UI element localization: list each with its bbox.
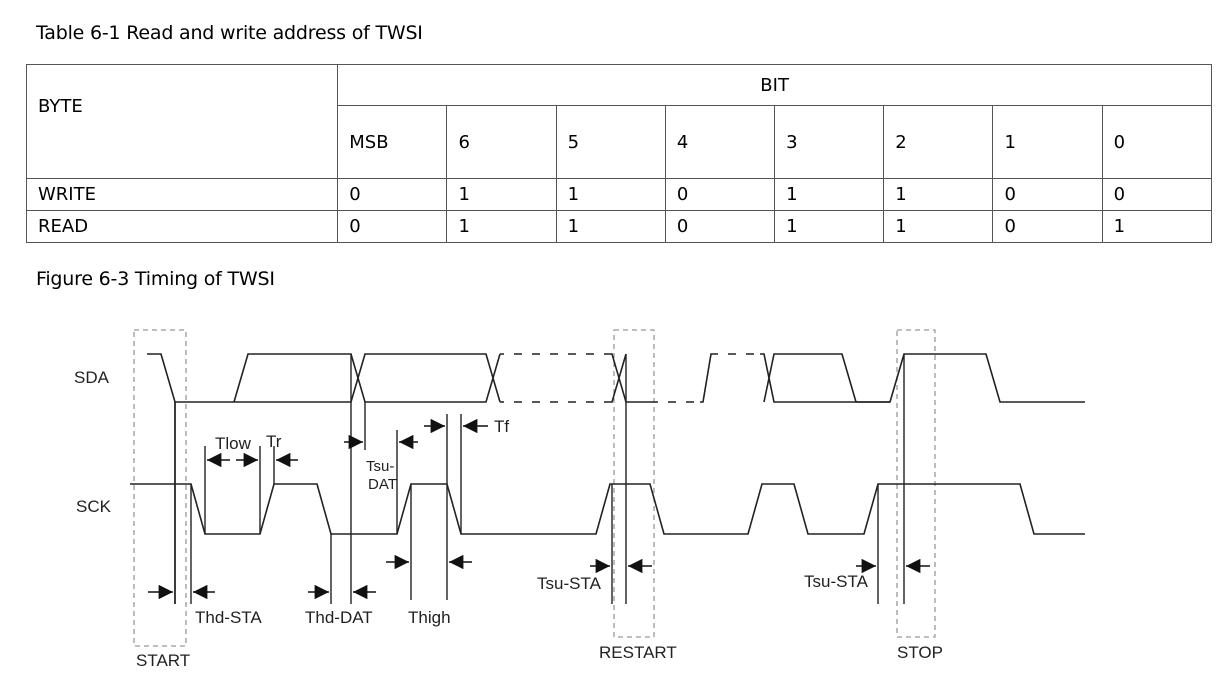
bit-column-header: 3 xyxy=(774,105,885,179)
tsu-sta-restart-label: Tsu-STA xyxy=(537,574,602,593)
sck-label: SCK xyxy=(76,497,112,516)
figure-caption: Figure 6-3 Timing of TWSI xyxy=(36,268,275,290)
timing-diagram: SDA SCK Tlow Tr Tsu- DAT Tf Thd-STA Thd-… xyxy=(74,329,1085,670)
table-cell: 0 xyxy=(992,210,1103,243)
restart-label: RESTART xyxy=(599,643,677,662)
table-cell: 0 xyxy=(664,210,776,243)
sda-label: SDA xyxy=(74,368,110,387)
table-row-write: WRITE 0 1 1 0 1 1 0 0 xyxy=(25,178,1213,211)
byte-header: BYTE xyxy=(25,64,339,179)
table-cell: 1 xyxy=(774,178,885,211)
bit-column-header: 2 xyxy=(883,105,994,179)
bit-column-header: 6 xyxy=(446,105,557,179)
tr-label: Tr xyxy=(266,432,282,451)
table-cell: 0 xyxy=(337,178,448,211)
bit-column-header: 4 xyxy=(664,105,776,179)
table-cell: 1 xyxy=(446,178,557,211)
bit-header: BIT xyxy=(337,64,1212,106)
table-cell: 0 xyxy=(664,178,776,211)
table-cell: 1 xyxy=(555,178,666,211)
table-cell: 1 xyxy=(883,210,994,243)
sda-waveform xyxy=(147,353,1085,604)
bit-column-header: MSB xyxy=(337,105,448,179)
thd-dat-label: Thd-DAT xyxy=(305,608,373,627)
tsu-dat-label-2: DAT xyxy=(368,476,397,493)
tsu-sta-stop-label: Tsu-STA xyxy=(804,572,869,591)
bit-column-header: 1 xyxy=(992,105,1103,179)
table-cell: 0 xyxy=(337,210,448,243)
start-condition-box xyxy=(133,329,187,647)
table-cell: 1 xyxy=(555,210,666,243)
table-cell: 0 xyxy=(1101,178,1213,211)
table-cell: 1 xyxy=(1101,210,1213,243)
sck-waveform xyxy=(130,483,1085,535)
table-cell: 1 xyxy=(883,178,994,211)
tsu-dat-label-1: Tsu- xyxy=(366,458,394,475)
stop-label: STOP xyxy=(897,643,943,662)
bit-column-header: 0 xyxy=(1101,105,1213,179)
address-table: BYTE BIT MSB 6 5 4 3 2 1 0 WRITE 0 1 1 0… xyxy=(25,64,1213,243)
thd-sta-label: Thd-STA xyxy=(195,608,262,627)
table-cell: 1 xyxy=(446,210,557,243)
table-cell: 0 xyxy=(992,178,1103,211)
row-label: WRITE xyxy=(25,178,339,211)
timing-reference-lines xyxy=(174,354,905,604)
table-row-read: READ 0 1 1 0 1 1 0 1 xyxy=(25,210,1213,243)
thigh-label: Thigh xyxy=(408,608,451,627)
table-caption: Table 6-1 Read and write address of TWSI xyxy=(36,22,423,44)
row-label: READ xyxy=(25,210,339,243)
bit-column-header: 5 xyxy=(555,105,666,179)
start-label: START xyxy=(136,651,190,670)
table-cell: 1 xyxy=(774,210,885,243)
tlow-label: Tlow xyxy=(215,434,252,453)
tf-label: Tf xyxy=(494,417,509,436)
